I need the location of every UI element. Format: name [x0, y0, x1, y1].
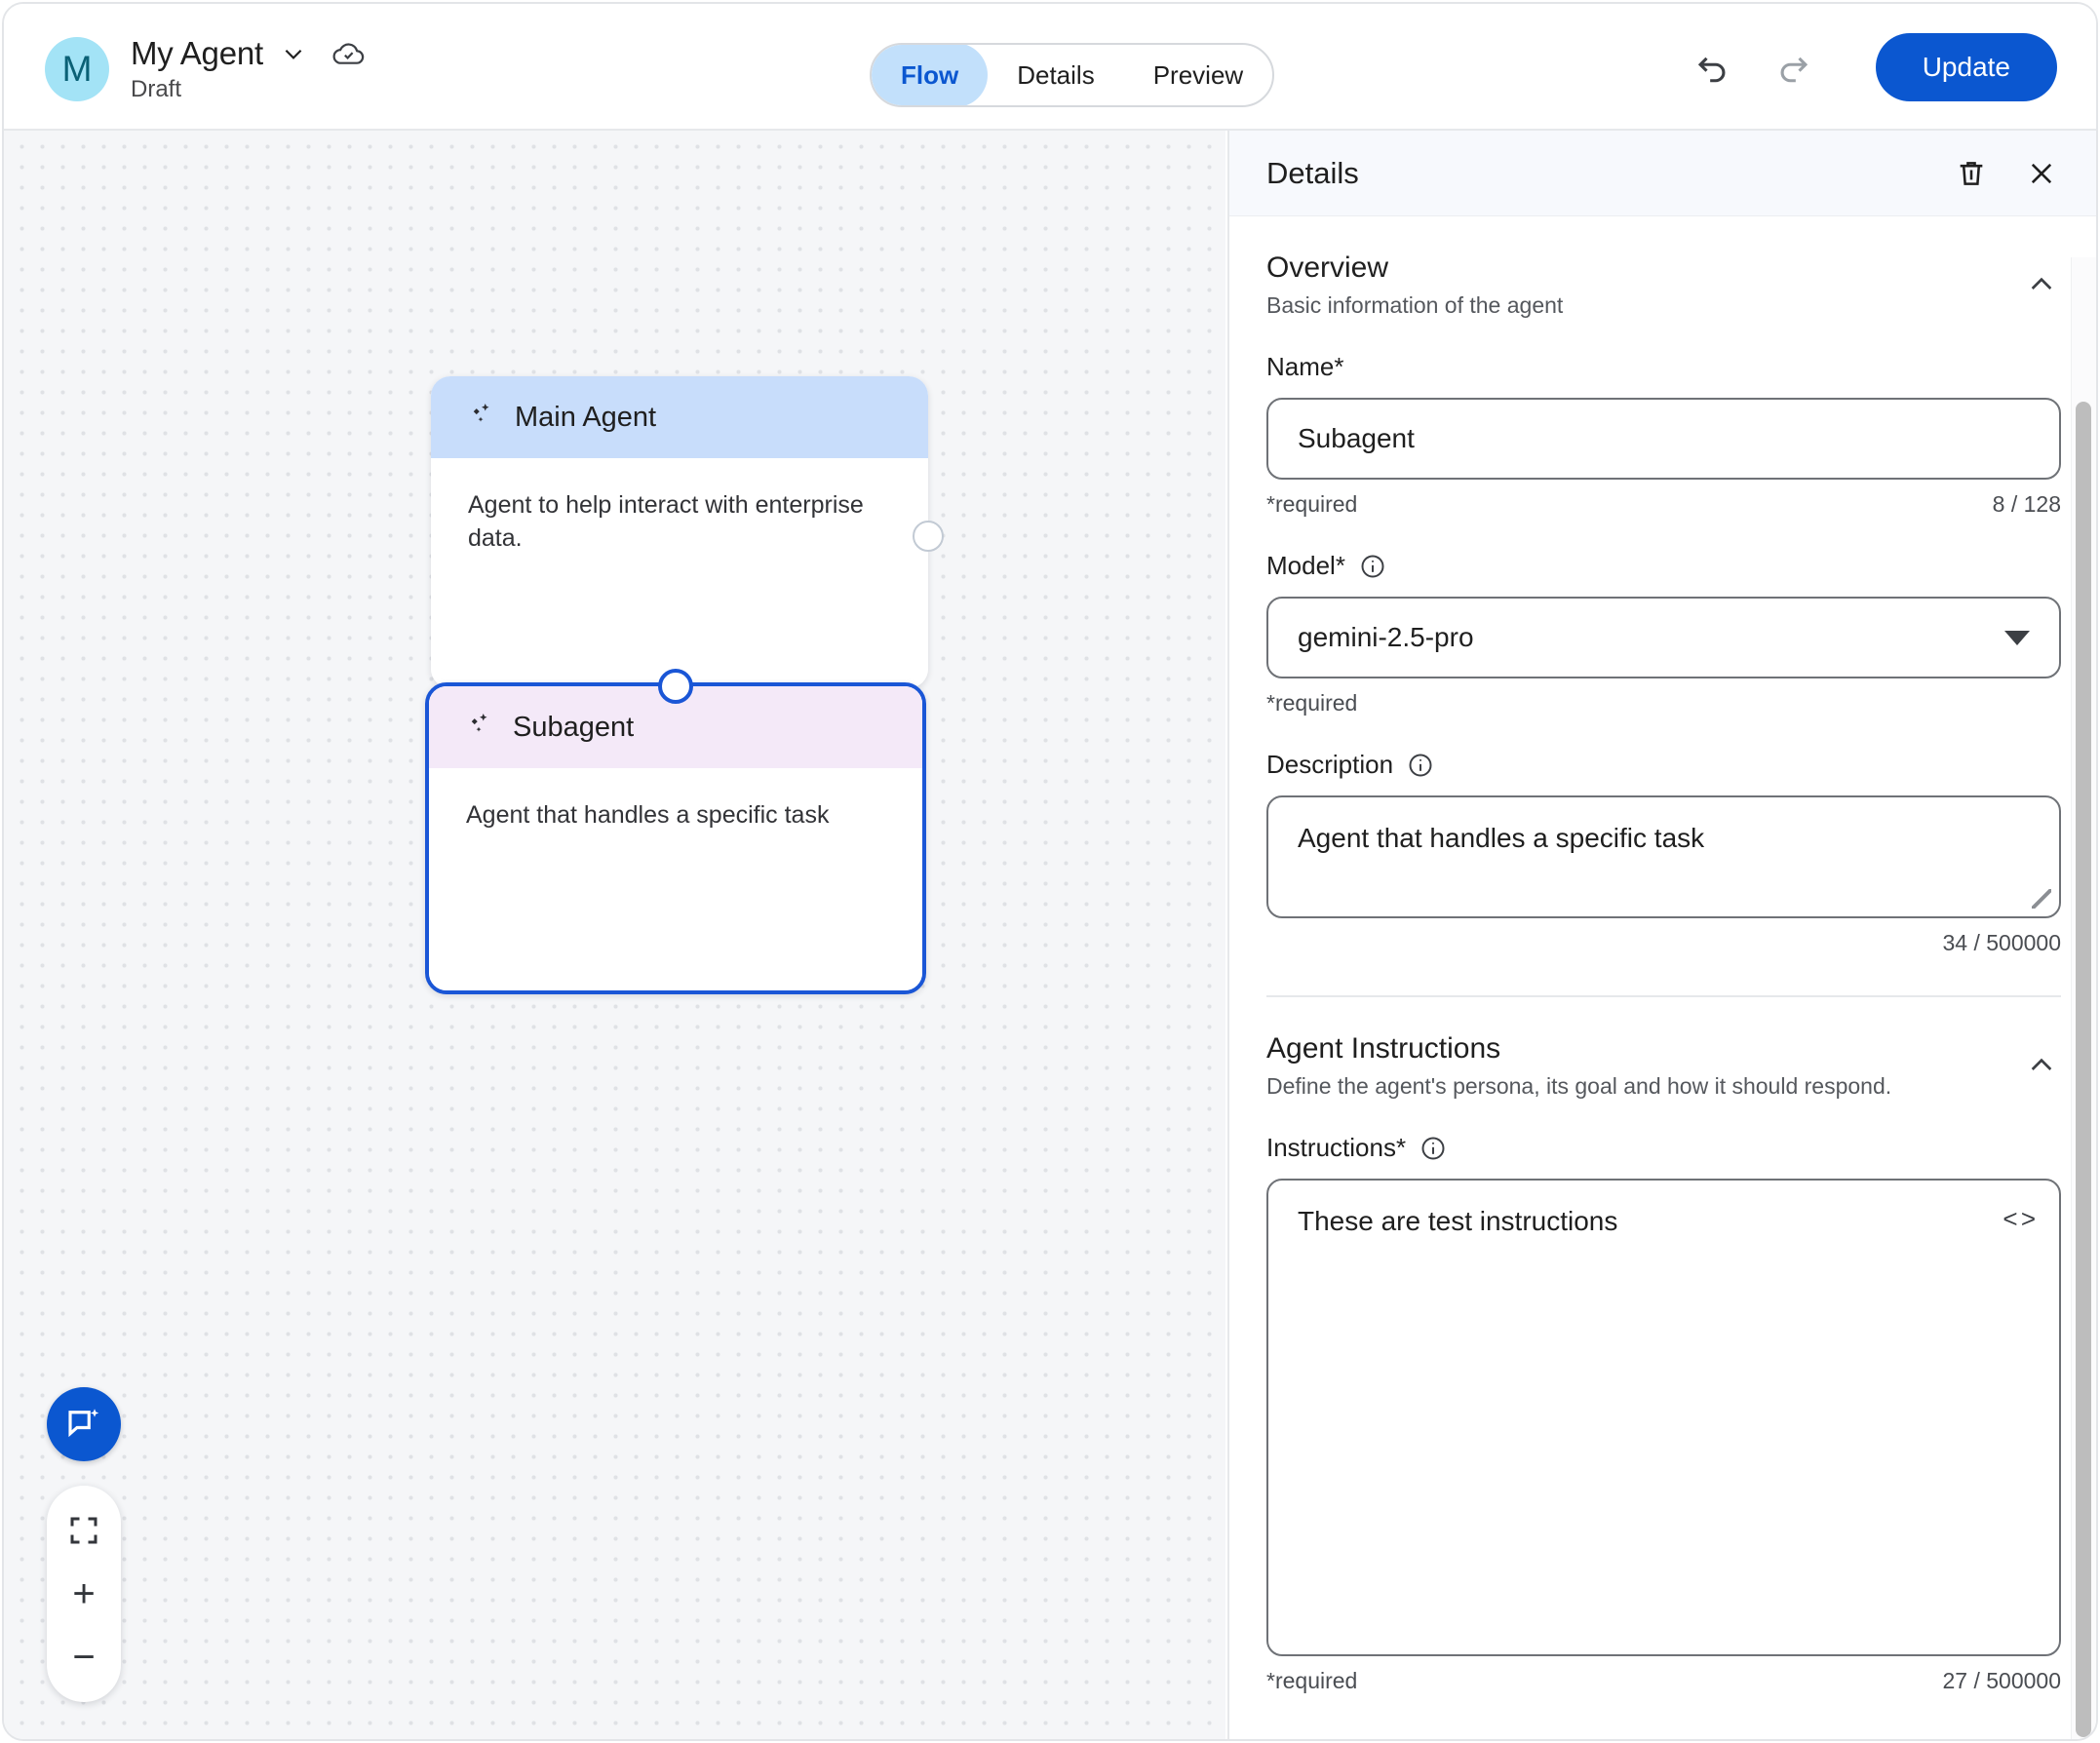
- node-handle-top[interactable]: [658, 669, 693, 704]
- description-field-group: Description Agent that handles a specifi…: [1266, 750, 2061, 956]
- description-value: Agent that handles a specific task: [1298, 823, 1705, 853]
- description-label-text: Description: [1266, 750, 1394, 779]
- tab-flow[interactable]: Flow: [872, 45, 989, 105]
- code-brackets-icon[interactable]: < >: [2003, 1204, 2036, 1233]
- undo-icon[interactable]: [1689, 44, 1735, 91]
- chat-sparkle-icon[interactable]: [47, 1387, 121, 1461]
- info-icon[interactable]: [1359, 553, 1386, 580]
- model-select[interactable]: gemini-2.5-pro: [1266, 597, 2061, 678]
- agent-title-block: My Agent Draft: [131, 35, 367, 103]
- description-char-counter: 34 / 500000: [1942, 930, 2061, 955]
- tab-details[interactable]: Details: [1017, 59, 1095, 90]
- zoom-in-button[interactable]: +: [72, 1571, 96, 1615]
- node-description: Agent to help interact with enterprise d…: [468, 491, 864, 552]
- close-icon[interactable]: [2020, 152, 2063, 195]
- sparkle-icon: [468, 401, 497, 435]
- name-field-label: Name*: [1266, 352, 1344, 381]
- zoom-out-button[interactable]: −: [72, 1635, 96, 1679]
- instructions-char-counter: 27 / 500000: [1942, 1668, 2061, 1693]
- chevron-down-icon: [2004, 630, 2030, 645]
- resize-handle-icon[interactable]: [2032, 889, 2051, 909]
- flow-node-subagent[interactable]: Subagent Agent that handles a specific t…: [425, 669, 926, 994]
- details-panel-title: Details: [1266, 155, 1359, 190]
- cloud-done-icon: [331, 39, 367, 68]
- model-field-group: Model* gemini-2.5-pro *required: [1266, 551, 2061, 717]
- section-title: Overview: [1266, 252, 1389, 284]
- chevron-down-icon[interactable]: [281, 41, 306, 66]
- info-icon[interactable]: [1407, 752, 1434, 779]
- section-divider: [1266, 995, 2061, 997]
- chevron-up-icon[interactable]: [2022, 1046, 2061, 1085]
- section-title: Agent Instructions: [1266, 1032, 1501, 1065]
- trash-icon[interactable]: [1950, 152, 1993, 195]
- model-required-helper: *required: [1266, 690, 1358, 716]
- flow-canvas[interactable]: Main Agent Agent to help interact with e…: [4, 131, 1225, 1739]
- instructions-value: These are test instructions: [1298, 1206, 1618, 1236]
- details-panel-body[interactable]: Overview Basic information of the agent …: [1229, 216, 2096, 1739]
- name-char-counter: 8 / 128: [1992, 491, 2061, 517]
- name-required-helper: *required: [1266, 491, 1358, 517]
- zoom-controls: + −: [47, 1486, 121, 1702]
- details-panel-header: Details: [1229, 131, 2096, 216]
- node-title: Main Agent: [515, 401, 657, 433]
- description-field-label: Description: [1266, 750, 2061, 780]
- update-button[interactable]: Update: [1875, 33, 2057, 101]
- name-input[interactable]: Subagent: [1266, 398, 2061, 480]
- node-description: Agent that handles a specific task: [466, 801, 830, 829]
- status-badge: Draft: [131, 76, 182, 102]
- model-field-label: Model*: [1266, 551, 2061, 581]
- panel-scrollbar-track[interactable]: [2071, 257, 2096, 1739]
- top-actions: Update: [1689, 33, 2057, 101]
- top-bar: M My Agent Draft Flo: [4, 4, 2096, 131]
- description-textarea[interactable]: Agent that handles a specific task: [1266, 795, 2061, 918]
- flow-node-main-agent[interactable]: Main Agent Agent to help interact with e…: [431, 376, 944, 688]
- model-label-text: Model*: [1266, 551, 1345, 580]
- details-panel: Details Overview Basic information of th…: [1227, 131, 2096, 1739]
- agent-brand: M My Agent Draft: [45, 35, 367, 103]
- redo-icon[interactable]: [1770, 44, 1817, 91]
- chevron-up-icon[interactable]: [2022, 265, 2061, 304]
- info-icon[interactable]: [1419, 1135, 1447, 1162]
- instructions-field-label: Instructions*: [1266, 1133, 2061, 1163]
- sparkle-icon: [466, 711, 495, 745]
- node-handle-right[interactable]: [913, 521, 944, 552]
- model-selected-value: gemini-2.5-pro: [1298, 622, 1474, 652]
- panel-scrollbar-thumb[interactable]: [2076, 402, 2091, 1737]
- instructions-field-group: Instructions* These are test instruction…: [1266, 1133, 2061, 1694]
- node-header: Subagent: [429, 686, 922, 768]
- section-subtitle: Basic information of the agent: [1266, 292, 1564, 318]
- section-agent-instructions-header: Agent Instructions Define the agent's pe…: [1266, 997, 2061, 1100]
- avatar: M: [45, 37, 109, 101]
- tab-preview[interactable]: Preview: [1152, 59, 1244, 90]
- fit-screen-icon[interactable]: [57, 1503, 111, 1558]
- section-overview-header: Overview Basic information of the agent: [1266, 216, 2061, 319]
- view-tabs: Flow Details Preview: [870, 43, 1275, 107]
- instructions-required-helper: *required: [1266, 1668, 1358, 1693]
- name-field-group: Name* Subagent *required 8 / 128: [1266, 352, 2061, 518]
- section-subtitle: Define the agent's persona, its goal and…: [1266, 1073, 1892, 1099]
- node-title: Subagent: [513, 711, 635, 743]
- page-title: My Agent: [131, 35, 263, 71]
- instructions-label-text: Instructions*: [1266, 1133, 1407, 1162]
- node-header: Main Agent: [431, 376, 928, 458]
- instructions-textarea[interactable]: These are test instructions < >: [1266, 1179, 2061, 1656]
